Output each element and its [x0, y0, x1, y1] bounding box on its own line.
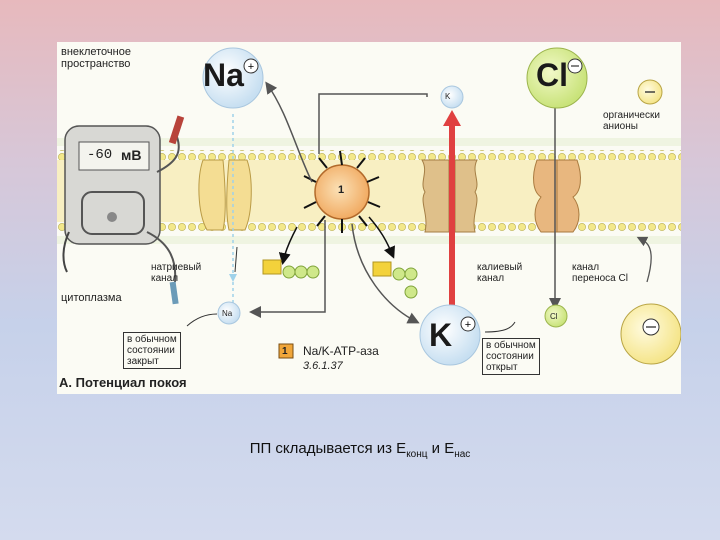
- open-state-box: в обычном состоянии открыт: [482, 338, 540, 375]
- small-cl-label: Cl: [550, 312, 558, 321]
- diagram-graphics: +: [57, 47, 681, 366]
- potassium-channel-label: калиевый канал: [477, 262, 523, 284]
- legend-number: 1: [282, 346, 288, 357]
- small-k-label: K: [445, 92, 451, 101]
- na-ion-label: Na: [203, 57, 244, 93]
- cl-ion-label: Cl: [536, 57, 568, 93]
- closed-state-box: в обычном состоянии закрыт: [123, 332, 181, 369]
- chloride-channel-label: канал переноса Cl: [572, 262, 628, 284]
- caption-main: ПП складывается из Е: [249, 440, 407, 457]
- organic-anions-label: органически анионы: [603, 110, 660, 132]
- meter-display: -60: [87, 147, 113, 163]
- caption: ПП складывается из Еконц и Енас: [0, 440, 720, 460]
- enzyme-name: Na/K-ATP-аза: [303, 344, 379, 358]
- pump-number: 1: [338, 184, 345, 196]
- caption-mid: и Е: [427, 440, 455, 457]
- panel-title: А. Потенциал покоя: [59, 375, 187, 390]
- caption-sub1: конц: [406, 449, 428, 460]
- sodium-channel-label: натриевый канал: [151, 262, 202, 284]
- svg-text:+: +: [465, 319, 471, 331]
- na-k-pump: [303, 150, 381, 233]
- caption-sub2: нас: [454, 449, 471, 460]
- membrane-diagram: +: [57, 42, 681, 394]
- voltmeter: [64, 125, 161, 245]
- chloride-channel: [533, 159, 581, 233]
- cytoplasm-label: цитоплазма: [61, 292, 122, 304]
- meter-unit: мВ: [121, 147, 142, 163]
- small-na-label: Na: [222, 309, 233, 318]
- enzyme-code: 3.6.1.37: [303, 360, 343, 372]
- k-ion-label: K: [429, 317, 453, 353]
- svg-text:+: +: [248, 61, 254, 73]
- extracellular-label: внеклеточное пространство: [61, 46, 131, 70]
- potassium-channel: [421, 159, 478, 233]
